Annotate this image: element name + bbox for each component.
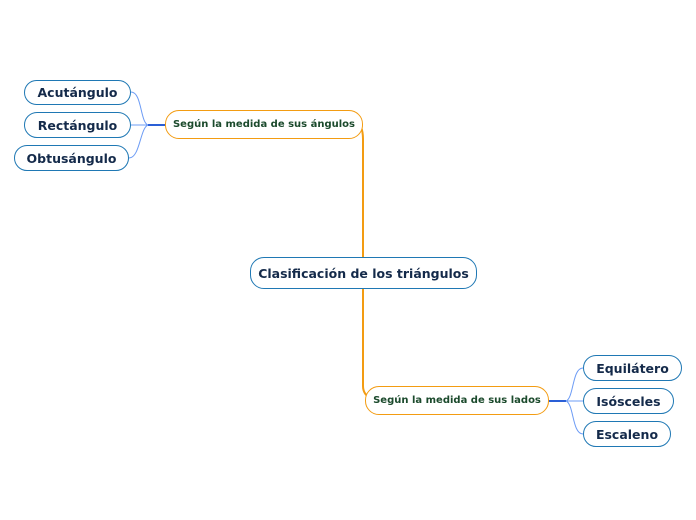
leaf-escaleno[interactable]: Escaleno	[583, 421, 671, 447]
leaf-isosceles-label: Isósceles	[596, 393, 661, 409]
leaf-equilatero-label: Equilátero	[596, 360, 669, 376]
branch-angles[interactable]: Según la medida de sus ángulos	[165, 110, 363, 139]
connector-to-equilatero	[565, 367, 584, 402]
connector-central-to-sides	[362, 289, 373, 400]
leaf-escaleno-label: Escaleno	[595, 426, 659, 442]
leaf-acutangulo-label: Acutángulo	[37, 85, 118, 100]
leaf-rectangulo[interactable]: Rectángulo	[24, 112, 131, 138]
connector-to-escaleno	[565, 400, 584, 435]
connector-to-obtusangulo	[128, 124, 149, 159]
leaf-acutangulo[interactable]: Acutángulo	[24, 80, 131, 105]
leaf-equilatero[interactable]: Equilátero	[583, 355, 682, 381]
central-topic-label: Clasificación de los triángulos	[258, 265, 469, 281]
branch-angles-label: Según la medida de sus ángulos	[172, 119, 356, 130]
leaf-rectangulo-label: Rectángulo	[37, 117, 118, 133]
connector-central-to-angles	[354, 117, 364, 257]
leaf-isosceles[interactable]: Isósceles	[583, 388, 674, 414]
connector-to-acutangulo	[130, 91, 149, 126]
branch-sides-label: Según la medida de sus lados	[373, 395, 541, 406]
branch-sides[interactable]: Según la medida de sus lados	[365, 386, 549, 415]
leaf-obtusangulo[interactable]: Obtusángulo	[14, 145, 129, 171]
central-topic[interactable]: Clasificación de los triángulos	[250, 257, 477, 289]
leaf-obtusangulo-label: Obtusángulo	[26, 150, 117, 166]
